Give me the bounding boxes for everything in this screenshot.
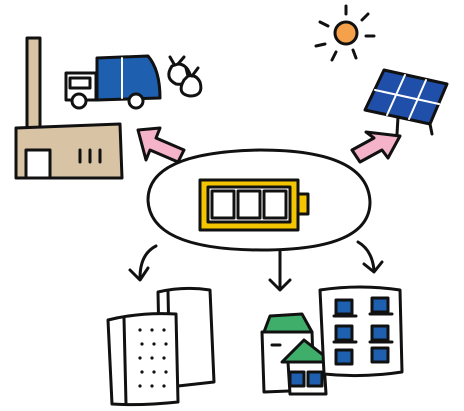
- battery-icon: [200, 180, 308, 230]
- battery-level-segment: [238, 191, 260, 218]
- office-window-dot: [164, 342, 167, 345]
- office-window-dot: [162, 328, 165, 331]
- sun-icon: [316, 6, 374, 60]
- office-window-dot: [152, 370, 155, 373]
- office-window-dot: [150, 356, 153, 359]
- office-window-dot: [152, 342, 155, 345]
- input-arrow-left: [138, 128, 184, 162]
- battery-level-segment: [212, 191, 234, 218]
- output-arrow-middle: [270, 252, 290, 290]
- garbage-bags-icon: [169, 57, 201, 96]
- office-window-dot: [164, 370, 167, 373]
- office-window-dot: [140, 370, 143, 373]
- output-arrow-left: [130, 246, 156, 280]
- office-window-dot: [138, 356, 141, 359]
- office-window-dot: [140, 342, 143, 345]
- office-window-dot: [150, 328, 153, 331]
- garbage-truck-icon: [66, 56, 160, 108]
- office-window-dot: [162, 356, 165, 359]
- office-window-dot: [138, 328, 141, 331]
- battery-level-segment: [264, 191, 286, 218]
- apartment-icon: [320, 287, 402, 376]
- solar-panel-icon: [365, 70, 447, 134]
- output-arrow-right: [358, 242, 382, 272]
- office-window-dot: [150, 384, 153, 387]
- office-window-dot: [162, 384, 165, 387]
- input-arrow-right: [352, 132, 400, 162]
- office-building-icon: [108, 288, 214, 404]
- office-window-dot: [138, 384, 141, 387]
- battery-level-bars: [212, 191, 286, 218]
